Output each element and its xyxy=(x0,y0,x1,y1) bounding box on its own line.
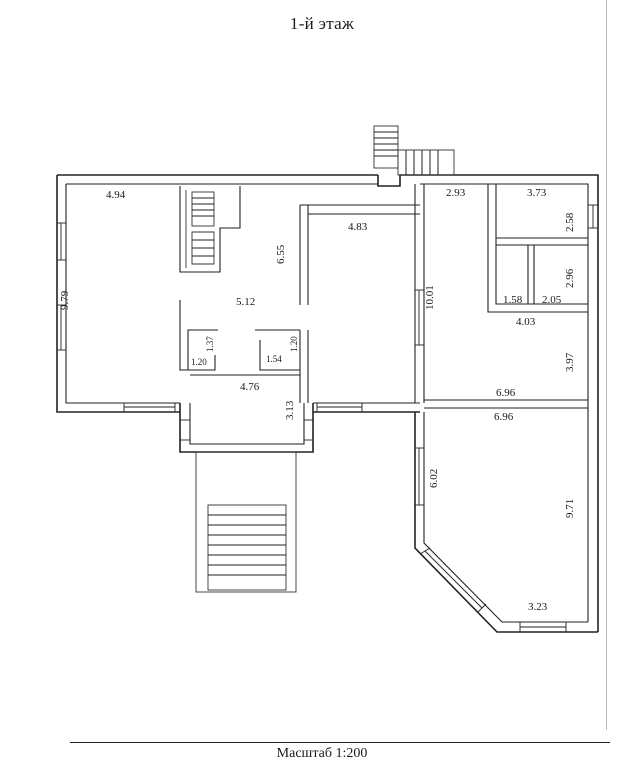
dim-120b: 1.20 xyxy=(289,336,299,352)
page-edge-line xyxy=(606,0,607,730)
outer-walls xyxy=(56,174,599,633)
dimension-labels: 4.94 9.79 6.55 5.12 1.37 1.20 1.54 1.20 … xyxy=(59,187,576,613)
dim-1001: 10.01 xyxy=(424,285,436,310)
interior-walls xyxy=(179,184,588,409)
dim-602: 6.02 xyxy=(428,469,440,488)
floor-title: 1-й этаж xyxy=(289,14,355,33)
window-porch-left xyxy=(180,419,190,441)
window-bottom-left xyxy=(123,403,176,412)
windows xyxy=(57,204,598,632)
window-bottom-right xyxy=(519,622,567,632)
interior-stair xyxy=(191,191,215,265)
dim-313: 3.13 xyxy=(284,400,296,420)
dim-476: 4.76 xyxy=(240,381,260,393)
window-bay xyxy=(419,547,487,613)
window-right-column xyxy=(415,289,424,346)
dim-293: 2.93 xyxy=(446,187,466,199)
dim-483: 4.83 xyxy=(348,221,368,233)
top-exterior-stair xyxy=(373,125,455,176)
dim-296: 2.96 xyxy=(564,268,576,288)
window-left-lower xyxy=(57,304,66,351)
dim-323: 3.23 xyxy=(528,601,548,613)
dim-696b: 6.96 xyxy=(494,411,514,423)
dim-397: 3.97 xyxy=(564,352,576,372)
scale-rule xyxy=(70,742,610,743)
front-porch-stair xyxy=(195,451,297,593)
dim-137: 1.37 xyxy=(205,336,215,352)
window-right-column-low xyxy=(415,447,424,506)
window-left-upper xyxy=(57,222,66,261)
dim-258: 2.58 xyxy=(564,212,576,232)
dim-120a: 1.20 xyxy=(191,357,207,367)
dim-158: 1.58 xyxy=(503,294,523,306)
dim-696a: 6.96 xyxy=(496,387,516,399)
window-bottom-middle xyxy=(316,403,363,412)
dim-403: 4.03 xyxy=(516,316,536,328)
dim-979: 9.79 xyxy=(59,290,71,310)
window-top-right xyxy=(588,204,598,229)
dim-655: 6.55 xyxy=(275,244,287,264)
window-porch-right xyxy=(304,419,313,441)
dim-373: 3.73 xyxy=(527,187,547,199)
dim-494: 4.94 xyxy=(106,189,126,201)
dim-512: 5.12 xyxy=(236,296,255,308)
dim-205: 2.05 xyxy=(542,294,562,306)
dim-971: 9.71 xyxy=(564,499,576,518)
scale-label: Масштаб 1:200 xyxy=(276,746,368,761)
dim-154: 1.54 xyxy=(266,354,282,364)
